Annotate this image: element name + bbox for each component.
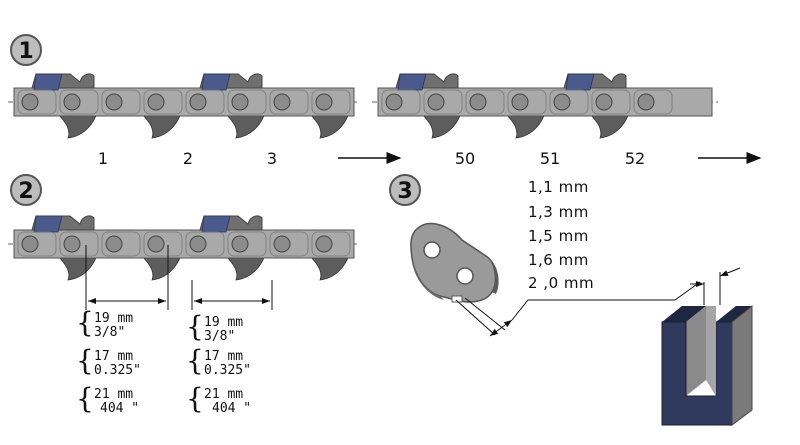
pitch-inch-38-left: 3/8" (94, 325, 125, 340)
rivet (189, 235, 207, 253)
pitch-dimension-right (191, 280, 273, 310)
rivet (385, 93, 403, 111)
badge-3: 3 (389, 174, 421, 206)
chain-segment-links-50-52 (372, 73, 718, 139)
gauge-1-1: 1,1 mm (528, 178, 589, 196)
cutter-blade (201, 215, 231, 233)
rivet (553, 93, 571, 111)
rivet (21, 93, 39, 111)
drive-link-tooth (221, 251, 267, 281)
rivet (427, 93, 445, 111)
rivet (315, 93, 333, 111)
gauge-2-0: 2 ,0 mm (528, 274, 594, 292)
pitch-inch-0325-left: 0.325" (94, 363, 141, 378)
rivet (315, 235, 333, 253)
link-number-50: 50 (455, 149, 475, 168)
rivet (63, 235, 81, 253)
badge-3-label: 3 (397, 179, 412, 204)
pitch-specs-right: { 19 mm 3/8" { 17 mm 0.325" { 21 mm 404 … (186, 310, 251, 416)
pitch-mm-19-left: 19 mm (94, 311, 133, 326)
rivet (147, 93, 165, 111)
gauge-1-6: 1,6 mm (528, 251, 589, 269)
drive-link-tooth (221, 109, 267, 139)
rivet (637, 93, 655, 111)
pitch-inch-0325-right: 0.325" (204, 363, 251, 378)
link-number-2: 2 (183, 149, 193, 168)
badge-2-label: 2 (18, 179, 33, 204)
rivet (511, 93, 529, 111)
brace-icon: { (76, 344, 94, 377)
rivet (231, 93, 249, 111)
pitch-mm-17-right: 17 mm (204, 349, 243, 364)
drive-link-tooth (417, 109, 463, 139)
drive-link-tooth (501, 109, 547, 139)
link-number-52: 52 (625, 149, 645, 168)
rivet (595, 93, 613, 111)
rivet (231, 235, 249, 253)
cutter-blade (33, 215, 63, 233)
pitch-mm-19-right: 19 mm (204, 315, 243, 330)
brace-icon: { (186, 382, 204, 415)
link-number-3: 3 (267, 149, 277, 168)
brace-icon: { (186, 344, 204, 377)
pitch-inch-38-right: 3/8" (204, 329, 235, 344)
pitch-dimension-left (85, 245, 169, 310)
rivet (469, 93, 487, 111)
link-number-51: 51 (540, 149, 560, 168)
link-number-1: 1 (98, 149, 108, 168)
badge-1-label: 1 (18, 39, 33, 64)
drive-link-tooth (137, 109, 183, 139)
gauge-1-5: 1,5 mm (528, 227, 589, 245)
drive-link-tooth (305, 109, 351, 139)
drive-link-thickness-dimension (455, 281, 701, 337)
guide-bar-groove-block (661, 267, 753, 426)
rivet (273, 235, 291, 253)
drive-link-tooth (137, 251, 183, 281)
cutter-blade (33, 73, 63, 91)
gauge-list: 1,1 mm 1,3 mm 1,5 mm 1,6 mm 2 ,0 mm (528, 178, 594, 292)
chain-segment-pitch (8, 215, 360, 281)
drive-link-part (410, 222, 499, 303)
rivet (21, 235, 39, 253)
rivet (147, 235, 165, 253)
drive-link-tooth (305, 251, 351, 281)
rivet (273, 93, 291, 111)
pitch-inch-404-right: 404 " (212, 401, 251, 416)
brace-icon: { (186, 310, 204, 343)
cutter-blade (201, 73, 231, 91)
cutter-blade (397, 73, 427, 91)
pitch-inch-404-left: 404 " (100, 401, 139, 416)
rivet (189, 93, 207, 111)
rivet (105, 93, 123, 111)
gauge-1-3: 1,3 mm (528, 203, 589, 221)
drive-link-tooth (585, 109, 631, 139)
cutter-blade (565, 73, 595, 91)
drive-link-tooth (53, 251, 99, 281)
brace-icon: { (76, 382, 94, 415)
pitch-mm-17-left: 17 mm (94, 349, 133, 364)
pitch-mm-21-left: 21 mm (94, 387, 133, 402)
badge-2: 2 (10, 174, 42, 206)
chain-segment-links-1-3 (8, 73, 360, 139)
link-numbers: 1 2 3 50 51 52 (98, 149, 645, 168)
pitch-mm-21-right: 21 mm (204, 387, 243, 402)
badge-1: 1 (10, 34, 42, 66)
brace-icon: { (76, 306, 94, 339)
pitch-specs-left: { 19 mm 3/8" { 17 mm 0.325" { 21 mm 404 … (76, 306, 141, 416)
rivet (63, 93, 81, 111)
rivet (105, 235, 123, 253)
drive-link-tooth (53, 109, 99, 139)
